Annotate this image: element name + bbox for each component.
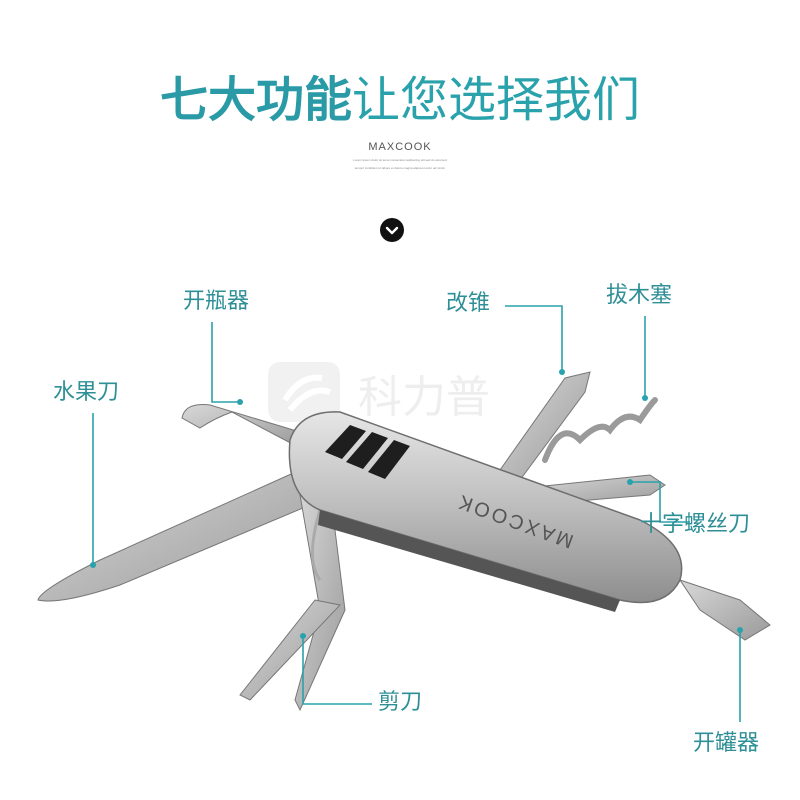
label-bottle-opener: 开瓶器: [183, 289, 250, 314]
leader-lines: [92, 305, 741, 722]
watermark-text: 科力普: [358, 372, 490, 423]
bottle-opener-tool: [181, 404, 301, 449]
label-awl: 改锥: [446, 291, 491, 316]
title-light: 让您选择我们: [352, 72, 641, 128]
title-bold: 七大功能: [159, 72, 352, 128]
chevron-down-icon[interactable]: [380, 218, 404, 242]
handle-grips: [325, 425, 410, 479]
watermark: 科力普: [268, 362, 490, 423]
corkscrew-tool: [542, 397, 658, 463]
handle-side: [318, 510, 620, 612]
label-screwdriver: 十字螺丝刀: [640, 512, 751, 537]
brand-subtitle: MAXCOOK: [368, 141, 432, 153]
tiny-text-2: tempor incididunt ut labore et dolore ma…: [354, 166, 446, 170]
can-opener-tool: [678, 579, 771, 641]
tiny-text-1: Lorem ipsum dolor sit amet consectetur a…: [353, 158, 447, 162]
label-can-opener: 开罐器: [693, 731, 760, 756]
label-corkscrew: 拔木塞: [606, 283, 673, 308]
label-fruit-knife: 水果刀: [53, 380, 120, 405]
fruit-knife-blade: [37, 469, 311, 602]
label-scissors: 剪刀: [378, 690, 423, 715]
page-title: 七大功能让您选择我们: [0, 70, 800, 130]
scissors-tool: [239, 489, 346, 712]
watermark-logo: [268, 362, 340, 422]
awl-tool: [499, 371, 591, 481]
